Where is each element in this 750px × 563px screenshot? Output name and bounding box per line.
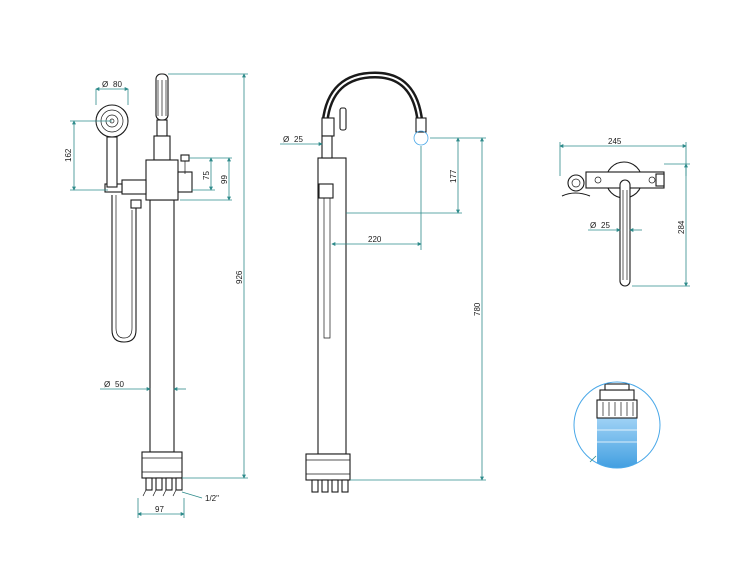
svg-text:75: 75 xyxy=(202,171,211,180)
water-highlight xyxy=(597,418,637,468)
dim-handshower-height: 162 xyxy=(64,120,112,191)
front-hose xyxy=(111,195,137,343)
dim-base-width: 97 xyxy=(137,498,185,518)
svg-text:97: 97 xyxy=(155,505,164,514)
svg-text:50: 50 xyxy=(115,380,124,389)
svg-text:80: 80 xyxy=(113,80,122,89)
dim-spout-reach: 220 xyxy=(331,146,422,250)
dim-top-depth: 284 xyxy=(632,163,690,287)
top-handshower xyxy=(567,174,585,192)
side-view: Ø 25 177 220 780 xyxy=(280,71,486,493)
front-view: Ø 80 162 75 99 926 xyxy=(64,73,248,518)
detail-view xyxy=(573,381,661,469)
svg-text:99: 99 xyxy=(220,175,229,184)
dim-side-column-diameter: Ø 25 xyxy=(280,135,323,146)
front-base xyxy=(141,451,183,479)
front-column xyxy=(149,199,175,453)
dim-spout-drop: 177 xyxy=(346,137,462,214)
dim-top-diameter: Ø 25 xyxy=(588,221,642,232)
front-mixer-body xyxy=(145,159,179,201)
side-base xyxy=(305,453,351,481)
dim-spout-height: 780 xyxy=(350,137,486,481)
side-column xyxy=(317,157,347,455)
svg-text:162: 162 xyxy=(64,148,73,162)
side-spout xyxy=(321,71,424,123)
dim-lever-offset: 75 xyxy=(189,157,215,191)
svg-text:220: 220 xyxy=(368,235,382,244)
dim-inlet-thread: 1/2" xyxy=(181,491,219,503)
svg-text:177: 177 xyxy=(449,169,458,183)
top-lever xyxy=(619,179,631,287)
handshower-handle xyxy=(106,136,118,188)
svg-text:780: 780 xyxy=(473,302,482,316)
svg-text:1/2": 1/2" xyxy=(205,494,219,503)
svg-text:284: 284 xyxy=(677,220,686,234)
svg-text:25: 25 xyxy=(601,221,610,230)
svg-text:Ø: Ø xyxy=(104,380,110,389)
dim-column-diameter: Ø 50 xyxy=(100,380,186,391)
dim-lever-height: 99 xyxy=(180,157,232,201)
top-view: 245 Ø 25 284 xyxy=(559,137,690,287)
svg-text:Ø: Ø xyxy=(590,221,596,230)
svg-text:Ø: Ø xyxy=(283,135,289,144)
svg-text:25: 25 xyxy=(294,135,303,144)
svg-text:Ø: Ø xyxy=(102,80,108,89)
dim-handshower-diameter: Ø 80 xyxy=(95,80,129,105)
svg-text:245: 245 xyxy=(608,137,622,146)
svg-text:926: 926 xyxy=(235,270,244,284)
dim-total-height: 926 xyxy=(168,73,248,479)
